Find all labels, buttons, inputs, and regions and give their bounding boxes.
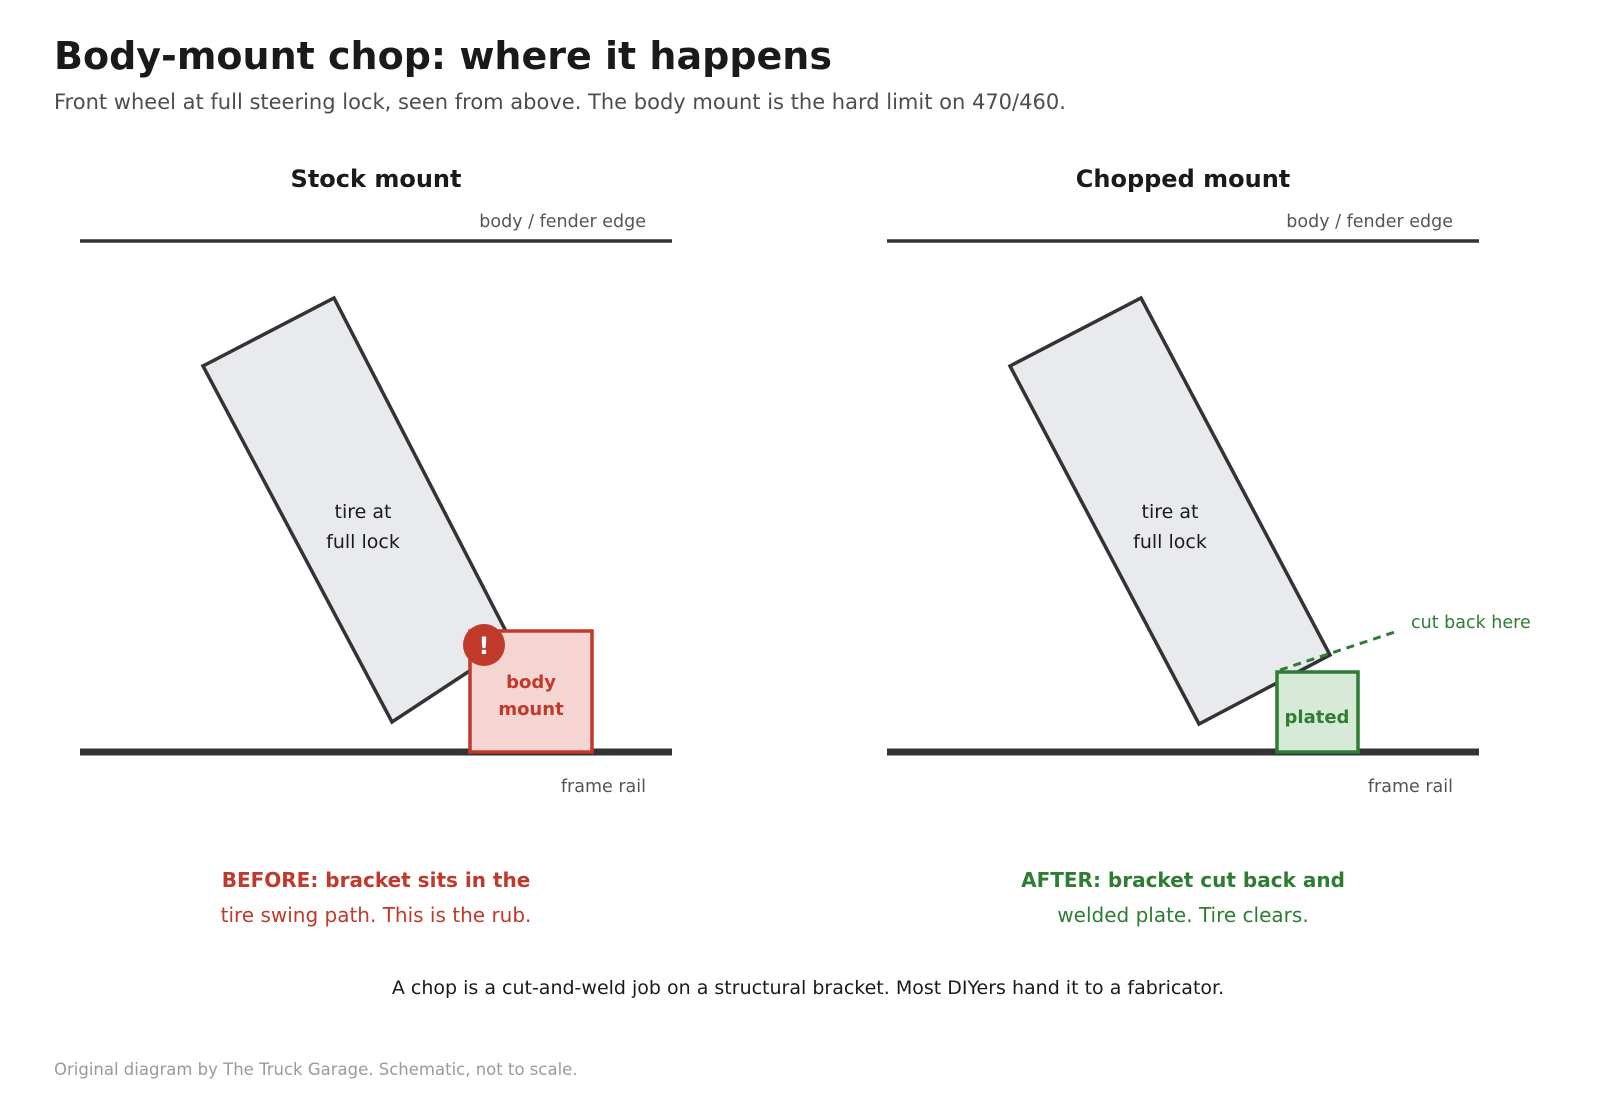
chopped-caption-line1: AFTER: bracket cut back and [1021, 868, 1345, 892]
chopped-tire-label-line2: full lock [1133, 531, 1207, 553]
chopped-panel: Chopped mount body / fender edge tire at… [887, 165, 1531, 927]
page-subtitle: Front wheel at full steering lock, seen … [54, 90, 1066, 114]
warning-icon-glyph: ! [479, 632, 490, 660]
bottom-note: A chop is a cut-and-weld job on a struct… [392, 977, 1224, 999]
chopped-mount-label: plated [1285, 707, 1350, 728]
chopped-tire-label-line1: tire at [1142, 501, 1199, 523]
stock-fender-label: body / fender edge [479, 212, 646, 232]
chopped-panel-title: Chopped mount [1076, 165, 1291, 193]
stock-caption-line1: BEFORE: bracket sits in the [222, 868, 531, 892]
chopped-tire [1007, 295, 1333, 727]
chopped-plated-mount [1275, 670, 1360, 754]
stock-panel: Stock mount body / fender edge tire at f… [80, 165, 672, 927]
cut-line [1279, 629, 1399, 672]
stock-tire-label-line1: tire at [335, 501, 392, 523]
stock-tire-label-line2: full lock [326, 531, 400, 553]
stock-frame-label: frame rail [561, 777, 646, 797]
stock-mount-label-line2: mount [498, 699, 564, 720]
chopped-caption-line2: welded plate. Tire clears. [1057, 903, 1308, 927]
chopped-frame-label: frame rail [1368, 777, 1453, 797]
footer-credit: Original diagram by The Truck Garage. Sc… [54, 1060, 578, 1079]
warning-icon [463, 624, 505, 666]
chopped-fender-label: body / fender edge [1286, 212, 1453, 232]
stock-caption-line2: tire swing path. This is the rub. [221, 903, 532, 927]
stock-panel-title: Stock mount [291, 165, 462, 193]
page-title: Body-mount chop: where it happens [54, 34, 832, 78]
stock-mount-label-line1: body [506, 672, 556, 693]
cut-label: cut back here [1411, 613, 1531, 633]
